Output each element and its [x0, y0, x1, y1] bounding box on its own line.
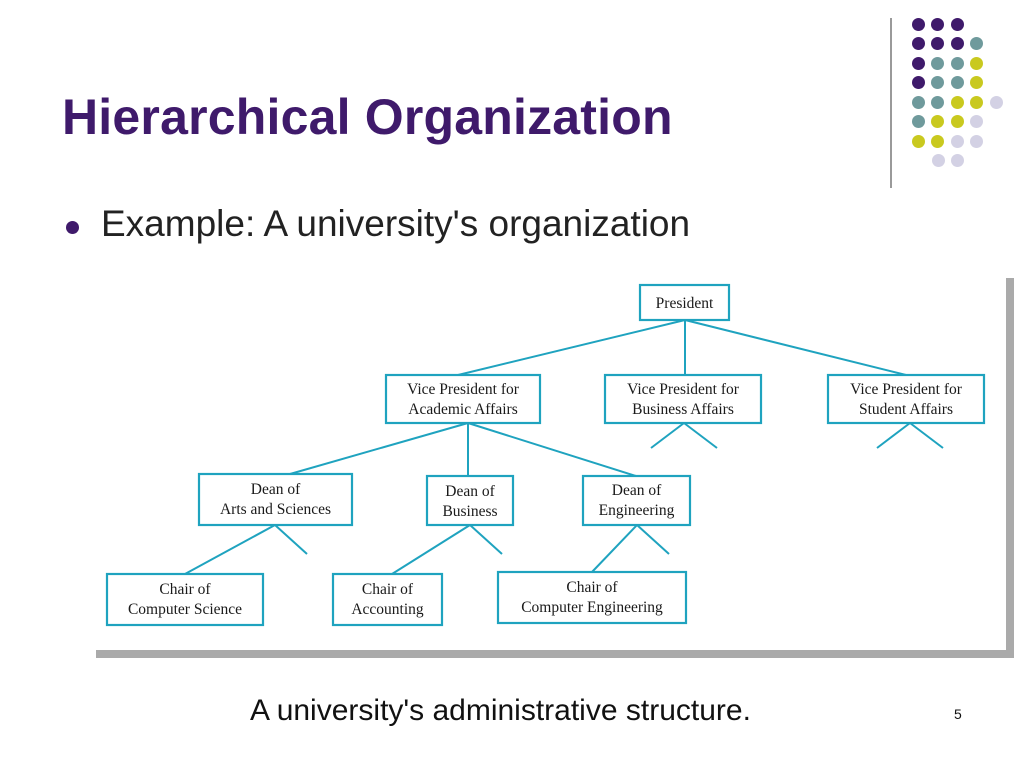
decorative-dot	[970, 134, 983, 148]
connector	[289, 422, 469, 475]
connector	[650, 422, 685, 449]
decorative-dot	[911, 37, 925, 50]
node-label-line: Dean of	[612, 482, 662, 499]
decorative-dot	[931, 37, 944, 50]
slide-title: Hierarchical Organization	[62, 89, 673, 145]
node-label-line: Student Affairs	[859, 401, 953, 418]
node-label-line: Computer Engineering	[521, 599, 663, 616]
node-label-line: Dean of	[445, 483, 495, 500]
decorative-dot	[931, 95, 944, 109]
bullet-text: Example: A university's organization	[101, 203, 691, 244]
decorative-dot	[970, 115, 983, 128]
node-vp-business-affairs: Vice President for Business Affairs	[603, 373, 763, 425]
decorative-dot	[931, 154, 945, 167]
decorative-dot	[950, 134, 964, 148]
node-label-line: Chair of	[566, 579, 618, 596]
decorative-dot	[931, 115, 944, 128]
decorative-dot	[911, 95, 925, 109]
connector	[467, 422, 637, 477]
node-label-line: President	[656, 295, 714, 312]
node-label-line: Vice President for	[627, 381, 740, 398]
decorative-dot	[931, 134, 944, 148]
decorative-dot	[931, 56, 944, 70]
node-president: President	[638, 283, 731, 322]
decorative-dot	[911, 56, 925, 70]
bullet-icon	[66, 221, 79, 234]
decorative-dot	[970, 37, 983, 50]
decorative-dot	[989, 95, 1003, 109]
node-label-line: Engineering	[599, 502, 675, 519]
decorative-dot	[950, 56, 964, 70]
decorative-dot	[911, 115, 925, 128]
connector	[684, 319, 907, 376]
connector	[274, 524, 308, 555]
decorative-dot	[970, 76, 983, 89]
decorative-dot	[931, 76, 944, 89]
connector	[184, 524, 276, 575]
decorative-dot	[950, 37, 964, 50]
node-chair-computer-science: Chair of Computer Science	[105, 572, 265, 627]
decorative-dot	[970, 95, 983, 109]
node-label-line: Business Affairs	[632, 401, 734, 418]
decorative-dot	[970, 56, 983, 70]
node-dean-arts-sciences: Dean of Arts and Sciences	[197, 472, 354, 527]
org-chart-connectors	[184, 319, 944, 575]
node-chair-accounting: Chair of Accounting	[331, 572, 444, 627]
node-label-line: Chair of	[362, 581, 414, 598]
node-label-line: Vice President for	[407, 381, 520, 398]
node-dean-business: Dean of Business	[425, 474, 515, 527]
node-label-line: Arts and Sciences	[220, 501, 331, 518]
decorative-dot	[950, 115, 964, 128]
node-vp-academic-affairs: Vice President for Academic Affairs	[384, 373, 542, 425]
page-number: 5	[954, 706, 962, 722]
connector	[876, 422, 911, 449]
node-label-line: Academic Affairs	[408, 401, 517, 418]
node-label-line: Chair of	[159, 581, 211, 598]
node-label-line: Vice President for	[850, 381, 963, 398]
connector	[683, 422, 718, 449]
decorative-dot	[951, 154, 964, 167]
connector	[591, 524, 638, 573]
node-label-line: Computer Science	[128, 601, 242, 618]
decorative-dot	[950, 17, 964, 31]
connector	[636, 524, 670, 555]
vertical-divider	[890, 18, 892, 188]
node-chair-computer-engineering: Chair of Computer Engineering	[496, 570, 688, 625]
connector	[469, 524, 503, 555]
node-label-line: Business	[442, 503, 497, 520]
node-dean-engineering: Dean of Engineering	[581, 474, 692, 527]
connector	[909, 422, 944, 449]
node-label-line: Dean of	[251, 481, 301, 498]
connector	[457, 319, 686, 376]
node-label-line: Accounting	[351, 601, 424, 618]
node-vp-student-affairs: Vice President for Student Affairs	[826, 373, 986, 425]
diagram-caption: A university's administrative structure.	[250, 694, 751, 727]
decorative-dot	[950, 95, 964, 109]
connector	[391, 524, 471, 575]
decorative-dot	[931, 17, 944, 31]
decorative-dot	[911, 17, 925, 31]
decorative-dot	[950, 76, 964, 89]
decorative-dot	[911, 134, 925, 148]
decorative-dot	[911, 76, 925, 89]
